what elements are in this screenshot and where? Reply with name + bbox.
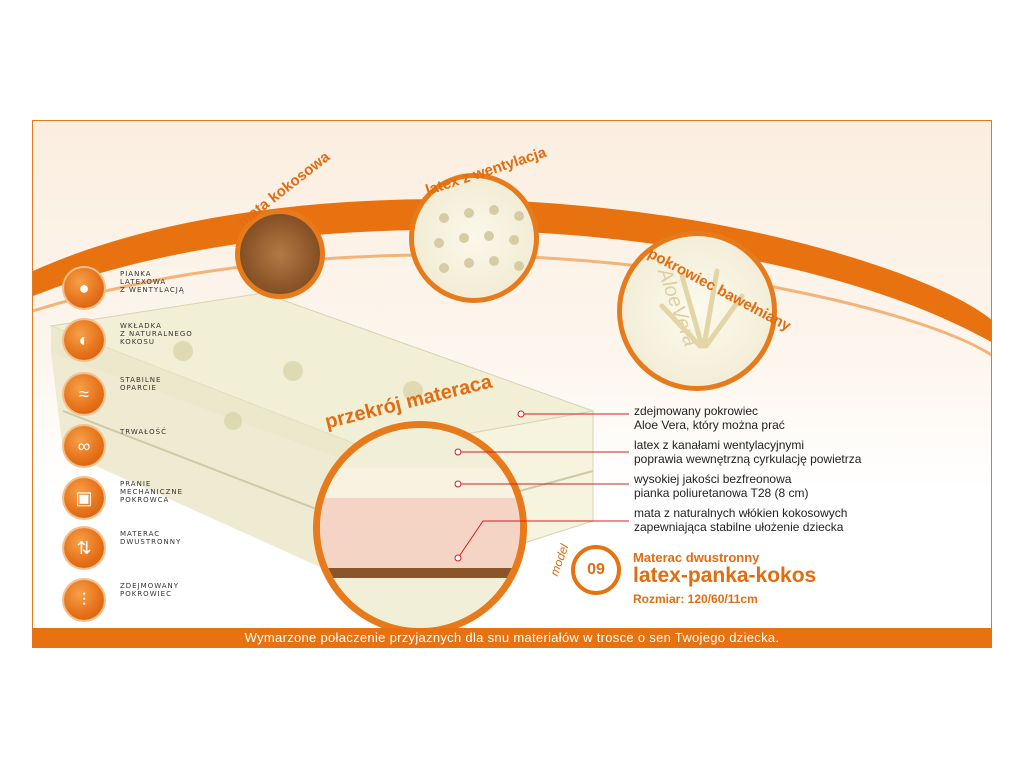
product-size: Rozmiar: 120/60/11cm xyxy=(633,592,758,606)
infinity-icon: ∞ xyxy=(64,426,104,466)
cotton-cover-bubble: AloeVera xyxy=(617,231,777,391)
section-coconut-layer xyxy=(320,568,520,578)
model-badge: 09 xyxy=(571,545,621,595)
latex-holes-pattern xyxy=(434,205,524,273)
footer-tagline: Wymarzone połaczenie przyjaznych dla snu… xyxy=(32,628,992,648)
feature-coconut-insert: ◐ WKŁADKA Z NATURALNEGO KOKOSU xyxy=(60,320,230,366)
feature-stable-support: ≈ STABILNE OPARCIE xyxy=(60,374,230,420)
spring-icon: ≈ xyxy=(64,374,104,414)
annotation-cover: zdejmowany pokrowiec Aloe Vera, który mo… xyxy=(634,404,785,432)
annotation-coconut-mat: mata z naturalnych włókien kokosowych za… xyxy=(634,506,848,534)
zipper-icon: ⫶ xyxy=(64,580,104,620)
model-number: 09 xyxy=(587,561,605,578)
product-banner: mata kokosowa latex z wentylacja AloeVer… xyxy=(32,120,992,648)
cross-section-bubble xyxy=(313,421,527,635)
feature-label: MATERAC DWUSTRONNY xyxy=(120,530,182,546)
feature-label: PRANIE MECHANICZNE POKROWCA xyxy=(120,480,184,504)
dots-icon: ● xyxy=(64,268,104,308)
aloe-leaf-icon xyxy=(659,268,745,349)
product-type: Materac dwustronny xyxy=(633,550,760,565)
section-bottom-layer xyxy=(320,578,520,628)
section-cover-layer xyxy=(320,428,520,468)
feature-double-sided: ⇅ MATERAC DWUSTRONNY xyxy=(60,528,230,574)
section-latex-layer xyxy=(320,468,520,498)
feature-removable-cover: ⫶ ZDEJMOWANY POKROWIEC xyxy=(60,580,230,626)
feature-durability: ∞ TRWAŁOŚĆ xyxy=(60,426,230,472)
feature-label: ZDEJMOWANY POKROWIEC xyxy=(120,582,180,598)
coconut-mat-bubble xyxy=(235,209,325,299)
flip-arrows-icon: ⇅ xyxy=(64,528,104,568)
feature-machine-wash: ▣ PRANIE MECHANICZNE POKROWCA xyxy=(60,478,230,524)
coconut-icon: ◐ xyxy=(64,320,104,360)
feature-label: PIANKA LATEXOWA Z WENTYLACJĄ xyxy=(120,270,185,294)
product-name: latex-panka-kokos xyxy=(633,564,817,587)
feature-label: TRWAŁOŚĆ xyxy=(120,428,167,436)
latex-bubble xyxy=(409,173,539,303)
annotation-foam: wysokiej jakości bezfreonowa pianka poli… xyxy=(634,472,809,500)
feature-label: STABILNE OPARCIE xyxy=(120,376,162,392)
feature-latex-ventilation: ● PIANKA LATEXOWA Z WENTYLACJĄ xyxy=(60,268,230,314)
annotation-latex: latex z kanałami wentylacyjnymi poprawia… xyxy=(634,438,862,466)
washing-machine-icon: ▣ xyxy=(64,478,104,518)
section-foam-layer xyxy=(320,498,520,568)
annotation-connectors xyxy=(454,410,629,562)
feature-label: WKŁADKA Z NATURALNEGO KOKOSU xyxy=(120,322,193,346)
